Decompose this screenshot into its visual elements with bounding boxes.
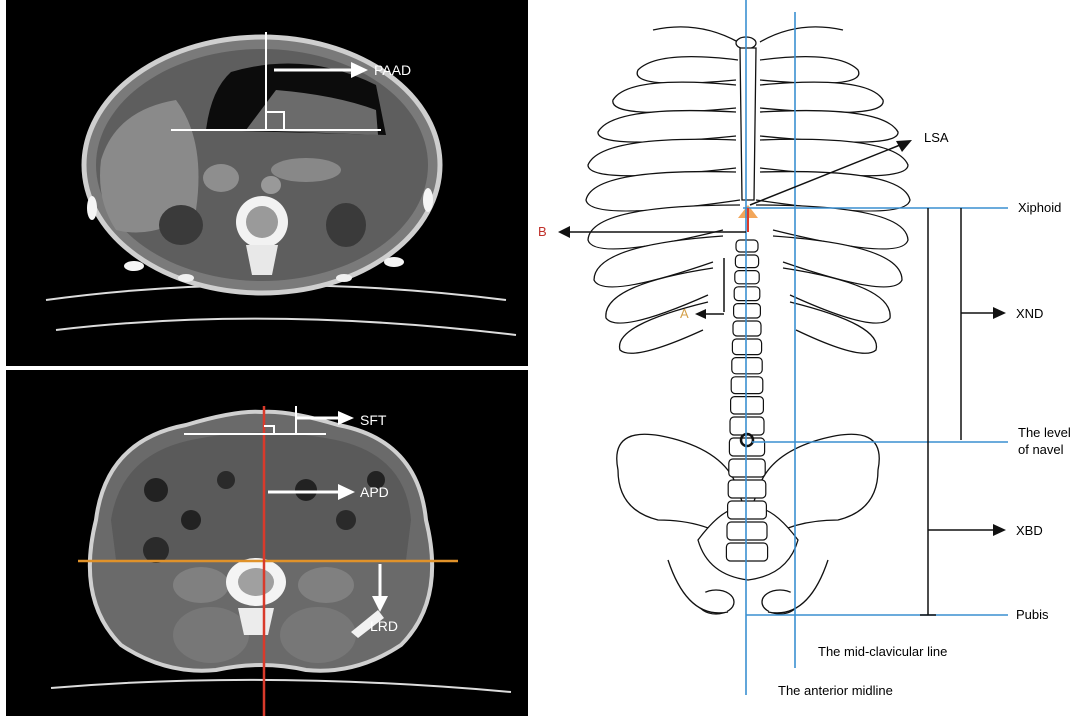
anterior-midline-label: The anterior midline <box>778 683 893 698</box>
vertebra <box>727 479 767 499</box>
vertebra <box>734 254 760 269</box>
ct-scan-upper-abdomen: PAAD <box>6 0 528 366</box>
label-a: A <box>680 306 689 321</box>
skeleton-graphic <box>558 0 1008 695</box>
vertebra <box>731 357 763 375</box>
vertebra <box>730 376 764 395</box>
navel-label-line1: The level <box>1018 425 1071 440</box>
vertebra <box>731 338 763 356</box>
ct-scan-lower-abdomen: SFT APD LRD <box>6 370 528 716</box>
vertebra <box>728 458 766 478</box>
vertebra <box>729 416 765 436</box>
xnd-label: XND <box>1016 306 1044 321</box>
label-b: B <box>538 224 547 239</box>
vertebra <box>733 303 762 319</box>
xbd-label: XBD <box>1016 523 1043 538</box>
vertebra <box>726 521 768 541</box>
apd-label: APD <box>360 484 389 500</box>
paad-label: PAAD <box>374 62 412 78</box>
lsa-label: LSA <box>924 130 949 145</box>
sft-label: SFT <box>360 412 387 428</box>
vertebra <box>734 270 760 285</box>
lrd-label: LRD <box>370 618 399 634</box>
vertebra <box>732 320 762 337</box>
vertebra <box>725 542 769 562</box>
pubis-label: Pubis <box>1016 607 1049 622</box>
ct-lower-graphic <box>50 406 512 716</box>
vertebra <box>733 286 761 302</box>
spine <box>725 239 769 562</box>
skeleton-diagram: LSA B A Xiphoid XND The level of navel X… <box>528 0 1084 716</box>
navel-label-line2: of navel <box>1018 442 1064 457</box>
vertebra <box>735 239 759 253</box>
xiphoid-label: Xiphoid <box>1018 200 1062 215</box>
vertebra <box>727 500 768 520</box>
ct-upper-graphic <box>45 32 517 336</box>
mid-clavicular-line-label: The mid-clavicular line <box>818 644 948 659</box>
vertebra <box>730 396 765 415</box>
